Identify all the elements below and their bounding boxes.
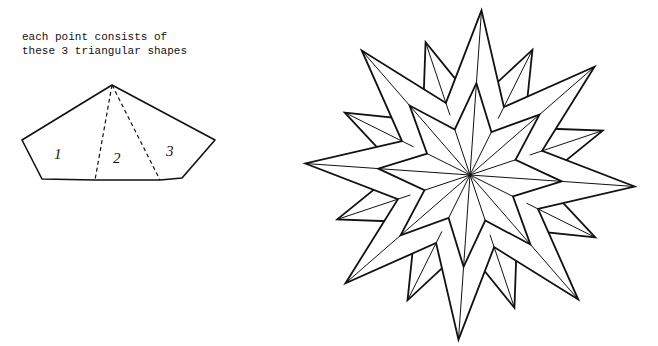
crease-line [424, 175, 470, 190]
crease-line [402, 141, 414, 147]
crease-line [410, 106, 470, 175]
star-figure [305, 10, 634, 339]
crease-line [398, 195, 410, 199]
callout-number: 1 [54, 146, 62, 162]
crease-line [436, 231, 442, 243]
callout-number: 3 [166, 143, 174, 159]
crease-line [470, 160, 516, 175]
crease-line [470, 175, 562, 181]
crease-line [498, 107, 504, 119]
crease-line [464, 175, 470, 267]
crease-line [446, 103, 450, 115]
fold-line [112, 85, 160, 180]
callout-number: 2 [113, 150, 121, 166]
point-piece [22, 85, 215, 180]
inner-star [378, 83, 562, 267]
star-outline [305, 10, 634, 339]
crease-line [526, 203, 538, 209]
crease-line [378, 169, 470, 175]
crease-line [401, 175, 470, 235]
note-text: each point consists of these 3 triangula… [22, 30, 200, 58]
crease-line [470, 115, 539, 175]
piece-outline [22, 85, 215, 180]
crease-line [470, 175, 530, 244]
crease-line [470, 83, 476, 175]
crease-line [490, 235, 494, 247]
star-outline [378, 83, 562, 267]
crease-line [455, 129, 470, 175]
outer-star [305, 10, 634, 339]
crease-line [530, 151, 542, 155]
fold-line [95, 85, 112, 180]
crease-line [470, 175, 485, 221]
